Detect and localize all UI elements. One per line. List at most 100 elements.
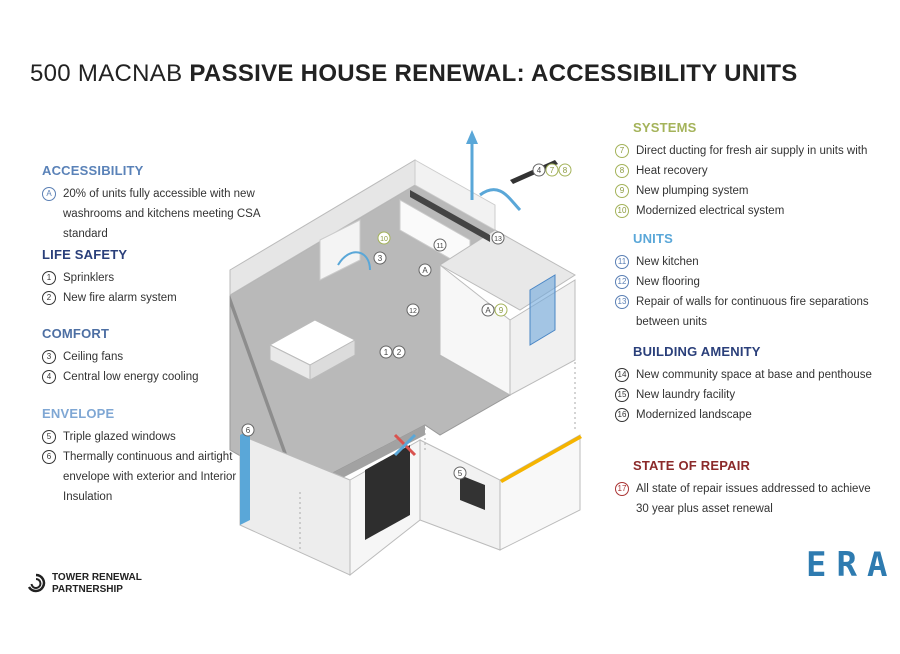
fan-air-arrow xyxy=(337,251,371,271)
callout-12: 12 xyxy=(406,303,420,317)
item-text: Ceiling fans xyxy=(63,351,124,363)
duct xyxy=(410,190,490,242)
title-bold: PASSIVE HOUSE RENEWAL: ACCESSIBILITY UNI… xyxy=(189,60,798,87)
callout-a-bath: A xyxy=(481,303,495,317)
item-number: 13 xyxy=(615,295,629,309)
callout-9: 9 xyxy=(494,303,508,317)
svg-text:10: 10 xyxy=(380,236,388,243)
list-item: 9 New plumping system xyxy=(615,181,885,201)
svg-text:11: 11 xyxy=(436,243,443,250)
item-number: 4 xyxy=(42,370,56,384)
item-text: New laundry facility xyxy=(636,389,736,401)
callout-4: 4 xyxy=(532,163,546,177)
slab-edge-left xyxy=(230,295,300,500)
callout-7: 7 xyxy=(545,163,559,177)
item-number: 14 xyxy=(615,368,629,382)
item-text: Central low energy cooling xyxy=(63,371,199,383)
item-text: New flooring xyxy=(636,276,700,288)
svg-text:A: A xyxy=(422,266,428,275)
item-number: 9 xyxy=(615,184,629,198)
repair-heading: STATE OF REPAIR xyxy=(633,458,751,473)
svg-text:9: 9 xyxy=(499,306,504,315)
item-number: 12 xyxy=(615,275,629,289)
units-section: UNITS 11 New kitchen 12 New flooring 13 Rep… xyxy=(615,231,885,332)
item-number: 2 xyxy=(42,291,56,305)
callout-10: 10 xyxy=(377,231,391,245)
units-heading: UNITS xyxy=(633,231,673,246)
list-item: 12 New flooring xyxy=(615,272,885,292)
window xyxy=(460,475,485,510)
svg-text:5: 5 xyxy=(458,469,463,478)
callout-2: 2 xyxy=(392,345,406,359)
svg-text:3: 3 xyxy=(378,254,383,263)
item-text: 20% of units fully accessible with new w… xyxy=(63,188,260,240)
item-number: 6 xyxy=(42,450,56,464)
callout-6: 6 xyxy=(241,423,255,437)
life-safety-heading: LIFE SAFETY xyxy=(42,247,128,262)
svg-text:A: A xyxy=(485,306,491,315)
item-text: New community space at base and penthous… xyxy=(636,369,872,381)
callout-a: A xyxy=(418,263,432,277)
svg-text:12: 12 xyxy=(409,308,417,315)
callout-13: 13 xyxy=(491,231,505,245)
item-text: Repair of walls for continuous fire sepa… xyxy=(636,296,869,328)
era-logo: ERA xyxy=(806,545,898,585)
item-text: Thermally continuous and airtight envelo… xyxy=(63,451,237,503)
shower-tiles xyxy=(529,274,556,346)
svg-text:4: 4 xyxy=(537,166,542,175)
item-text: New kitchen xyxy=(636,256,699,268)
list-item: 13 Repair of walls for continuous fire se… xyxy=(615,292,885,332)
svg-text:1: 1 xyxy=(384,348,389,357)
item-number: 8 xyxy=(615,164,629,178)
cool-air-arrow xyxy=(393,433,417,457)
logo-line-2: PARTNERSHIP xyxy=(52,584,123,595)
page-title: 500 MACNAB PASSIVE HOUSE RENEWAL: ACCESS… xyxy=(30,60,798,88)
item-text: Heat recovery xyxy=(636,165,708,177)
isometric-unit-diagram: A 1 2 3 10 11 12 13 A 9 4 7 xyxy=(229,130,582,577)
kitchen-cabinets xyxy=(319,219,361,281)
list-item: 7 Direct ducting for fresh air supply in … xyxy=(615,141,885,161)
item-number: 7 xyxy=(615,144,629,158)
list-item: 4 Central low energy cooling xyxy=(42,367,292,387)
tower-renewal-logo: TOWER RENEWAL PARTNERSHIP xyxy=(26,572,142,596)
item-text: New plumping system xyxy=(636,185,749,197)
air-flow-arrow-2 xyxy=(479,188,522,212)
callout-8: 8 xyxy=(558,163,572,177)
logo-text: TOWER RENEWAL PARTNERSHIP xyxy=(52,572,142,596)
item-number: 11 xyxy=(615,255,629,269)
list-item: 8 Heat recovery xyxy=(615,161,885,181)
callout-3: 3 xyxy=(373,251,387,265)
svg-text:8: 8 xyxy=(563,166,568,175)
item-text: Triple glazed windows xyxy=(63,431,176,443)
list-item: 5 Triple glazed windows xyxy=(42,427,292,447)
insulation-top xyxy=(500,435,582,483)
callout-5: 5 xyxy=(453,466,467,480)
list-item: 14 New community space at base and pentho… xyxy=(615,365,885,385)
item-number: 17 xyxy=(615,482,629,496)
tower-renewal-logo-icon xyxy=(27,573,46,593)
item-number: A xyxy=(42,187,56,201)
item-text: Sprinklers xyxy=(63,272,115,284)
logo-line-1: TOWER RENEWAL xyxy=(52,572,142,583)
svg-text:6: 6 xyxy=(246,426,251,435)
air-flow-arrowhead xyxy=(466,130,478,144)
item-text: Direct ducting for fresh air supply in u… xyxy=(636,145,868,157)
list-item: 6 Thermally continuous and airtight envel… xyxy=(42,447,292,507)
item-number: 5 xyxy=(42,430,56,444)
callout-11: 11 xyxy=(433,238,447,252)
accessibility-section: ACCESSIBILITY A 20% of units fully acces… xyxy=(42,163,292,244)
item-number: 16 xyxy=(615,408,629,422)
svg-text:2: 2 xyxy=(397,348,402,357)
item-number: 1 xyxy=(42,271,56,285)
